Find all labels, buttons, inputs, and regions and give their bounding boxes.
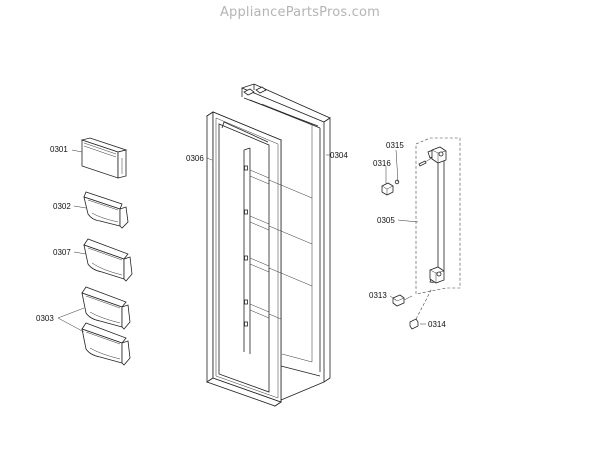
callout-0304: 0304 bbox=[330, 151, 348, 160]
callout-0313: 0313 bbox=[369, 291, 387, 300]
callout-0315: 0315 bbox=[386, 141, 404, 150]
door-handle-0305[interactable] bbox=[427, 146, 447, 284]
door-bin-0302[interactable] bbox=[83, 191, 129, 229]
leader-lines bbox=[57, 149, 426, 333]
callout-0302: 0302 bbox=[53, 202, 71, 211]
door-inner-liner bbox=[221, 121, 313, 354]
callout-0301: 0301 bbox=[50, 145, 68, 154]
screw-0315[interactable] bbox=[418, 157, 433, 167]
door-panel-0304[interactable] bbox=[240, 83, 331, 401]
bracket-0313[interactable] bbox=[392, 294, 413, 307]
door-bin-0301[interactable] bbox=[80, 137, 128, 179]
callout-0305: 0305 bbox=[377, 216, 395, 225]
callout-0316: 0316 bbox=[373, 159, 391, 168]
watermark: AppliancePartsPros.com bbox=[219, 5, 381, 20]
callout-0314: 0314 bbox=[428, 320, 446, 329]
handle-dashed-outline bbox=[415, 137, 461, 295]
callout-0306: 0306 bbox=[186, 154, 204, 163]
door-bin-0303-upper[interactable] bbox=[81, 286, 131, 330]
callout-0303: 0303 bbox=[36, 314, 54, 323]
screw-0314[interactable] bbox=[409, 287, 433, 330]
callout-0307: 0307 bbox=[53, 248, 71, 257]
door-bin-0307[interactable] bbox=[83, 238, 133, 282]
door-bin-0303-lower[interactable] bbox=[81, 322, 131, 366]
bracket-0316[interactable] bbox=[381, 179, 400, 196]
